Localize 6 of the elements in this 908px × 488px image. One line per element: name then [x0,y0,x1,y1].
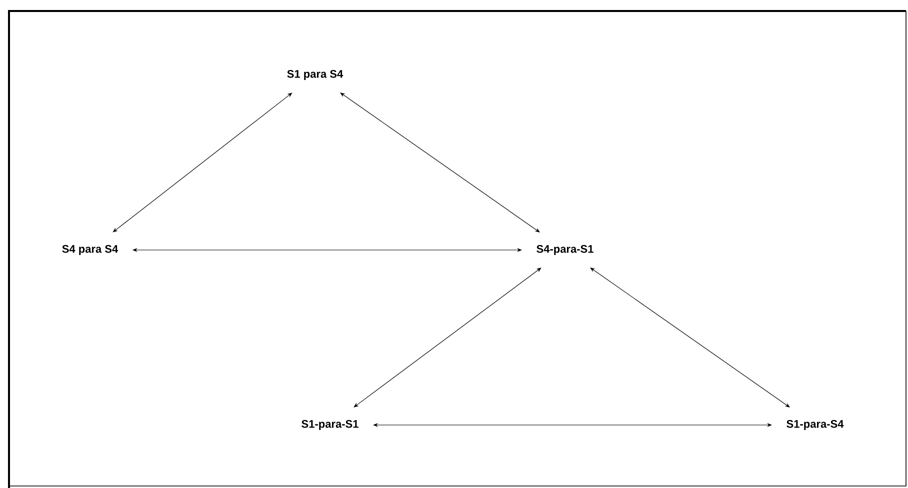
node-label: S1-para-S1 [302,420,358,430]
node-label: S4-para-S1 [536,245,594,255]
node-label: S1 para S4 [287,70,344,80]
node-label: S4 para S4 [62,245,118,255]
node-label: S1-para-S4 [786,420,844,430]
double-arrow [354,268,542,408]
